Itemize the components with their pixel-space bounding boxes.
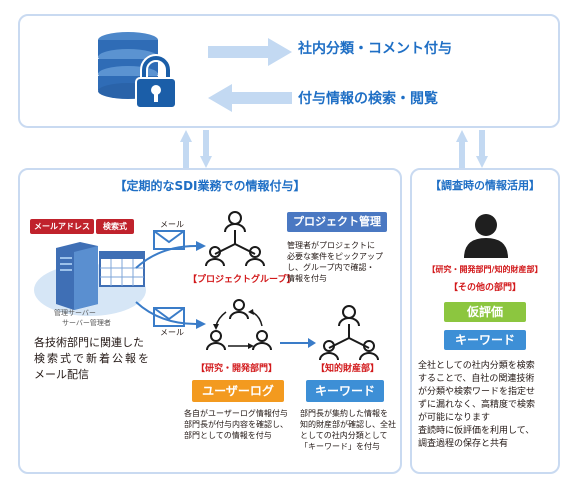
arrow-right-icon bbox=[208, 38, 292, 66]
pm-desc-3: し、グループ内で確認・ bbox=[287, 263, 375, 272]
user-icon bbox=[464, 214, 508, 258]
userlog-desc-2: 部門長が付与内容を確認し、 bbox=[184, 420, 288, 429]
userlog-desc-1: 各自がユーザーログ情報付与 bbox=[184, 409, 288, 418]
left-panel-title: 【定期的なSDI業務での情報付与】 bbox=[114, 179, 306, 193]
flow-arrow-icon bbox=[135, 241, 206, 329]
right-desc-2: することで、自社の関連技術 bbox=[418, 374, 535, 384]
mail-address-tag: メールアドレス bbox=[30, 219, 94, 234]
action-classify: 社内分類・コメント付与 bbox=[298, 41, 452, 57]
mail-label-2: メール bbox=[160, 328, 184, 337]
ip-dept-label: 【知的財産部】 bbox=[316, 364, 380, 374]
keyword-desc-3: としての社内分類として bbox=[300, 431, 388, 440]
user-log-tag: ユーザーログ bbox=[192, 380, 284, 402]
mail-label-1: メール bbox=[160, 220, 184, 229]
server-icon bbox=[34, 242, 146, 316]
right-desc-4: ずに漏れなく、高精度で検索 bbox=[418, 400, 536, 410]
admin-label: サーバー管理者 bbox=[62, 319, 111, 327]
pm-desc-4: 情報を付与 bbox=[287, 274, 327, 283]
right-desc-1: 全社としての社内分類を検索 bbox=[418, 361, 535, 371]
keyword-desc-4: 「キーワード」を付与 bbox=[300, 442, 380, 451]
project-group-label: 【プロジェクトグループ】 bbox=[188, 275, 296, 285]
keyword-tag-left: キーワード bbox=[306, 380, 384, 402]
server-desc-3: メール配信 bbox=[34, 368, 89, 381]
project-group-icon bbox=[205, 211, 265, 267]
pm-desc-1: 管理者がプロジェクトに bbox=[287, 241, 375, 250]
right-desc: 全社としての社内分類を検索 することで、自社の関連技術 が分類や検索ワードを指定… bbox=[418, 360, 560, 451]
right-desc-7: 調査過程の保存と共有 bbox=[418, 439, 509, 449]
right-desc-3: が分類や検索ワードを指定せ bbox=[418, 387, 536, 397]
project-management-tag: プロジェクト管理 bbox=[287, 212, 387, 232]
right-dept-1: 【研究・開発部門/知的財産部】 bbox=[427, 265, 543, 274]
server-label: 管理サーバー bbox=[54, 309, 96, 317]
arrow-right-icon bbox=[280, 338, 316, 348]
right-panel-title: 【調査時の情報活用】 bbox=[430, 179, 540, 192]
keyword-desc-2: 知的財産部が確認し、全社 bbox=[300, 420, 396, 429]
server-desc-1: 各技術部門に関連した bbox=[34, 336, 144, 349]
arrow-left-icon bbox=[208, 84, 292, 112]
double-arrow-right-icon bbox=[456, 130, 488, 168]
rd-dept-label: 【研究・開発部門】 bbox=[196, 364, 278, 374]
right-desc-5: が可能になります bbox=[418, 413, 491, 423]
right-desc-6: 査読時に仮評価を利用して、 bbox=[418, 426, 535, 436]
ip-dept-icon bbox=[319, 305, 379, 361]
keyword-tag-right: キーワード bbox=[444, 330, 526, 350]
rd-cycle-icon bbox=[206, 299, 272, 351]
double-arrow-left-icon bbox=[180, 130, 212, 168]
server-desc-2: 検索式で新着公報を bbox=[34, 352, 151, 365]
pm-desc-2: 必要な案件をピックアップ bbox=[287, 252, 383, 261]
userlog-desc-3: 部門としての情報を付与 bbox=[184, 431, 272, 440]
action-search: 付与情報の検索・閲覧 bbox=[298, 91, 438, 107]
search-formula-tag: 検索式 bbox=[96, 219, 134, 234]
lock-icon bbox=[135, 54, 177, 109]
provisional-eval-tag: 仮評価 bbox=[444, 302, 526, 322]
keyword-desc-1: 部門長が集約した情報を bbox=[300, 409, 388, 418]
right-dept-2: 【その他の部門】 bbox=[448, 283, 521, 293]
